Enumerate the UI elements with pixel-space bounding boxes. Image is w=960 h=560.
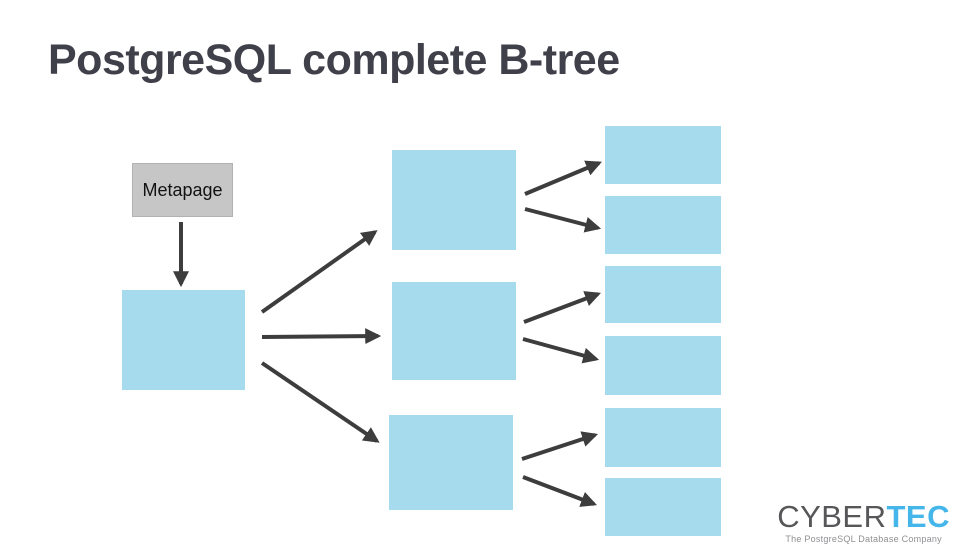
arrow-internal-page-box-3-to-leaf-page-box-5 (521, 431, 599, 461)
arrow-internal-page-box-1-to-leaf-page-box-2 (524, 207, 602, 233)
internal-page-box-1 (392, 150, 516, 250)
logo-text-cyber: CYBER (777, 499, 887, 534)
leaf-page-box-3 (605, 266, 721, 323)
leaf-page-box-5 (605, 408, 721, 467)
arrow-internal-page-box-2-to-leaf-page-box-4 (522, 337, 600, 364)
arrow-root-page-box-to-internal-page-box-3 (260, 361, 380, 443)
internal-page-box-2 (392, 282, 516, 380)
internal-page-box-3 (389, 415, 513, 510)
leaf-page-box-6 (605, 478, 721, 536)
arrow-internal-page-box-2-to-leaf-page-box-3 (523, 291, 601, 324)
arrow-internal-page-box-3-to-leaf-page-box-6 (522, 475, 597, 507)
metapage-box: Metapage (132, 163, 233, 217)
leaf-page-box-1 (605, 126, 721, 184)
arrow-root-page-box-to-internal-page-box-2 (261, 328, 382, 345)
root-page-box (122, 290, 245, 390)
leaf-page-box-2 (605, 196, 721, 254)
arrow-internal-page-box-1-to-leaf-page-box-1 (524, 160, 602, 196)
logo-text-tec: TEC (886, 499, 950, 534)
page-title: PostgreSQL complete B-tree (48, 36, 620, 84)
logo-wordmark: CYBERTEC (777, 501, 950, 532)
logo-tagline: The PostgreSQL Database Company (785, 534, 942, 544)
arrow-root-page-box-to-internal-page-box-1 (260, 230, 378, 314)
cybertec-logo: CYBERTEC The PostgreSQL Database Company (777, 501, 950, 544)
leaf-page-box-4 (605, 336, 721, 395)
